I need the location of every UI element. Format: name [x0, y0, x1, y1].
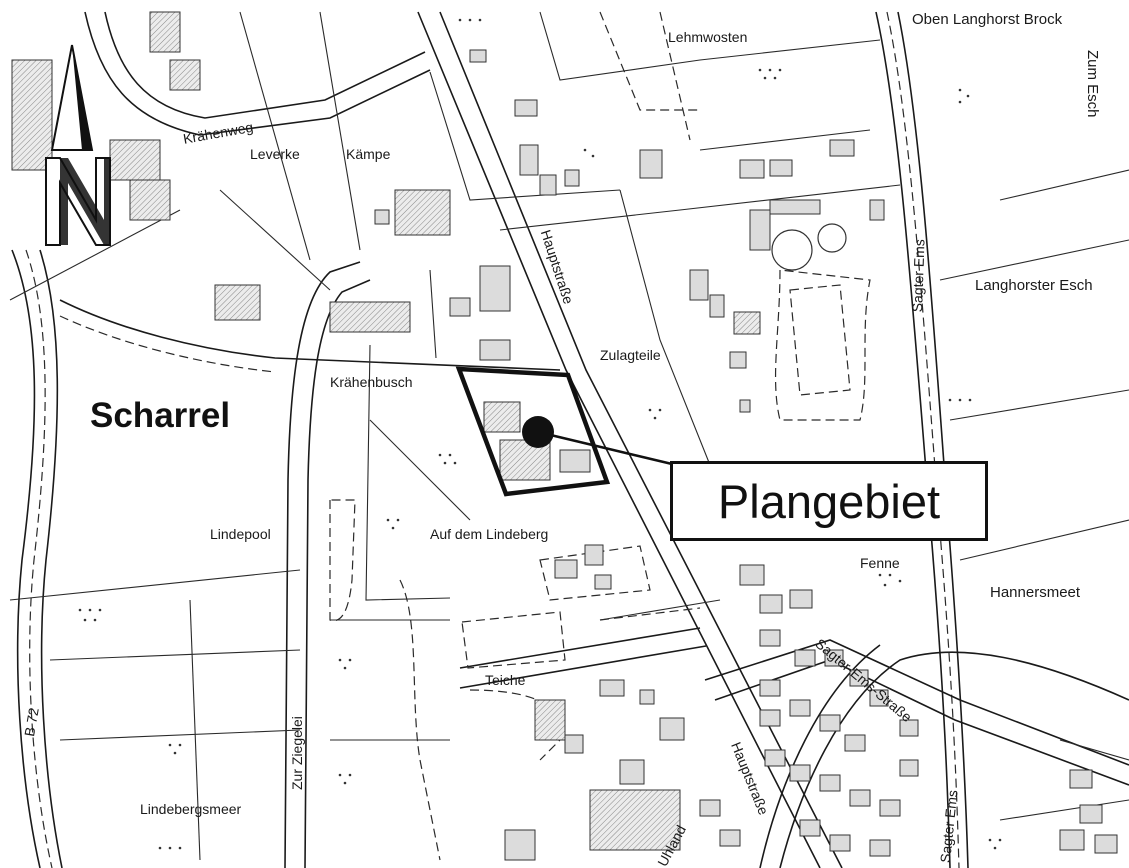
label-auf-dem-lindeberg: Auf dem Lindeberg [430, 526, 549, 542]
label-lehmwosten: Lehmwosten [668, 29, 748, 45]
label-hannersmeet: Hannersmeet [990, 584, 1081, 601]
label-leverke: Leverke [250, 146, 300, 162]
road-hauptstrasse [417, 11, 843, 868]
road-sagter-ems-east [875, 11, 969, 868]
plangebiet-marker [522, 416, 673, 466]
plangebiet-boundary [455, 366, 611, 497]
north-arrow-icon [45, 44, 111, 246]
label-zur-ziegelei: Zur Ziegelei [289, 716, 305, 790]
road-b72 [11, 249, 63, 868]
label-oben-langhorst-brock: Oben Langhorst Brock [912, 11, 1063, 28]
plangebiet-callout-text: Plangebiet [717, 474, 941, 528]
label-zulagteile: Zulagteile [600, 347, 661, 363]
label-zum-esch: Zum Esch [1084, 50, 1101, 118]
road-kraehenweg [84, 11, 431, 136]
label-lindebergsmeer: Lindebergsmeer [140, 801, 242, 817]
road-kraehenbusch [59, 299, 561, 373]
label-kraehenbusch: Krähenbusch [330, 374, 413, 390]
plangebiet-callout: Plangebiet [670, 461, 988, 541]
label-sagter-ems-north: Sagter Ems [909, 238, 928, 313]
road-zur-ziegelei [284, 261, 371, 868]
parcel-lines [9, 11, 1129, 861]
road-teiche [459, 627, 707, 689]
label-langhorster-esch: Langhorster Esch [975, 277, 1093, 294]
label-lindepool: Lindepool [210, 526, 271, 542]
place-name-label: Scharrel [90, 396, 231, 435]
label-teiche: Teiche [485, 672, 526, 688]
buildings [11, 11, 1118, 861]
label-kaempe: Kämpe [346, 146, 391, 162]
vegetation-marks [78, 18, 1002, 850]
label-fenne: Fenne [860, 555, 900, 571]
